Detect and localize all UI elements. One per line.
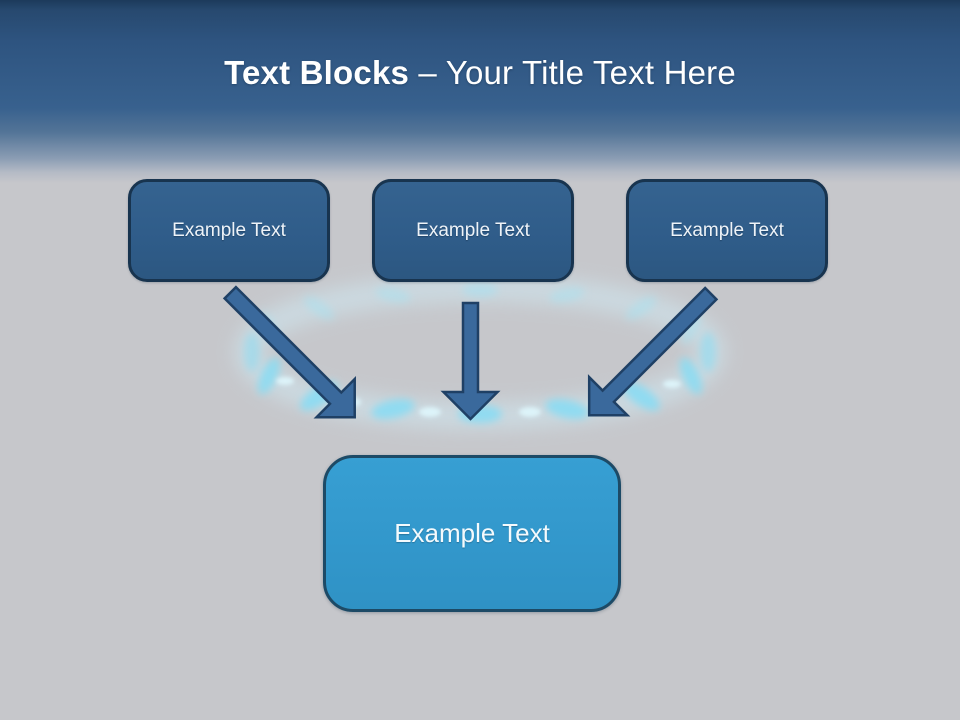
text-block-bottom[interactable]: Example Text [323,455,621,612]
arrow-down-right-icon [222,285,356,419]
text-block-top-2-label: Example Text [416,219,530,241]
text-block-top-2[interactable]: Example Text [372,179,574,282]
slide-title: Text Blocks – Your Title Text Here [0,52,960,94]
text-block-top-3-label: Example Text [670,219,784,241]
text-block-top-3[interactable]: Example Text [626,179,828,282]
slide-title-regular: – Your Title Text Here [409,54,736,91]
header-gradient [0,0,960,185]
arrow-down-icon [440,301,501,421]
text-block-top-1-label: Example Text [172,219,286,241]
text-block-bottom-label: Example Text [394,518,550,548]
slide-title-bold: Text Blocks [224,54,410,91]
text-block-top-1[interactable]: Example Text [128,179,330,282]
arrow-down-left-icon [587,286,719,417]
